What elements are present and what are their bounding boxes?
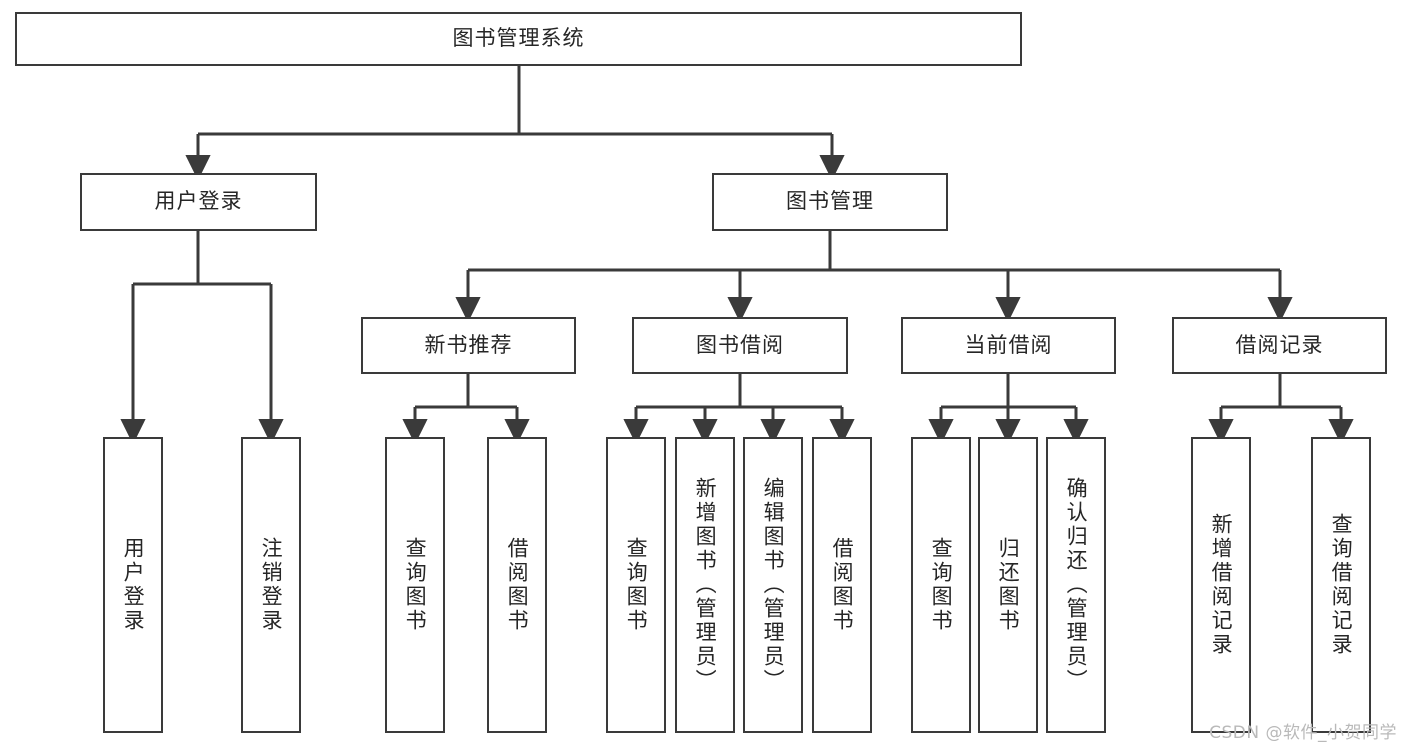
leaf-add-record-label: 新增借阅记录 — [1209, 513, 1234, 657]
leaf-edit-book-label: 编辑图书（管理员） — [761, 477, 786, 693]
node-current-borrow[interactable]: 当前借阅 — [901, 317, 1116, 374]
leaf-user-login[interactable]: 用户登录 — [103, 437, 163, 733]
node-book-borrow[interactable]: 图书借阅 — [632, 317, 848, 374]
watermark: CSDN @软件_小贺同学 — [1209, 723, 1397, 743]
leaf-add-book-label: 新增图书（管理员） — [693, 477, 718, 693]
node-root[interactable]: 图书管理系统 — [15, 12, 1022, 66]
leaf-user-login-label: 用户登录 — [121, 537, 146, 633]
leaf-add-book[interactable]: 新增图书（管理员） — [675, 437, 735, 733]
leaf-confirm-return[interactable]: 确认归还（管理员） — [1046, 437, 1106, 733]
leaf-borrow-book-1-label: 借阅图书 — [505, 537, 530, 633]
node-current-borrow-label: 当前借阅 — [964, 332, 1053, 357]
leaf-query-book-1[interactable]: 查询图书 — [385, 437, 445, 733]
leaf-return-book-label: 归还图书 — [996, 537, 1021, 633]
leaf-borrow-book-2-label: 借阅图书 — [830, 537, 855, 633]
leaf-query-book-3-label: 查询图书 — [929, 537, 954, 633]
node-book-borrow-label: 图书借阅 — [696, 332, 784, 357]
leaf-query-book-1-label: 查询图书 — [403, 537, 428, 633]
node-user-login-label: 用户登录 — [154, 189, 243, 214]
leaf-edit-book[interactable]: 编辑图书（管理员） — [743, 437, 803, 733]
leaf-query-book-2[interactable]: 查询图书 — [606, 437, 666, 733]
node-new-book-rec-label: 新书推荐 — [424, 332, 513, 357]
leaf-query-record-label: 查询借阅记录 — [1329, 513, 1354, 657]
leaf-logout[interactable]: 注销登录 — [241, 437, 301, 733]
leaf-query-book-3[interactable]: 查询图书 — [911, 437, 971, 733]
node-user-login[interactable]: 用户登录 — [80, 173, 317, 231]
leaf-logout-label: 注销登录 — [259, 537, 284, 633]
leaf-query-record[interactable]: 查询借阅记录 — [1311, 437, 1371, 733]
node-root-label: 图书管理系统 — [452, 26, 585, 51]
leaf-return-book[interactable]: 归还图书 — [978, 437, 1038, 733]
node-new-book-rec[interactable]: 新书推荐 — [361, 317, 576, 374]
node-book-manage-label: 图书管理 — [786, 189, 874, 214]
leaf-confirm-return-label: 确认归还（管理员） — [1064, 477, 1089, 693]
leaf-borrow-book-1[interactable]: 借阅图书 — [487, 437, 547, 733]
node-borrow-record[interactable]: 借阅记录 — [1172, 317, 1387, 374]
leaf-add-record[interactable]: 新增借阅记录 — [1191, 437, 1251, 733]
node-book-manage[interactable]: 图书管理 — [712, 173, 948, 231]
node-borrow-record-label: 借阅记录 — [1235, 332, 1324, 357]
leaf-borrow-book-2[interactable]: 借阅图书 — [812, 437, 872, 733]
leaf-query-book-2-label: 查询图书 — [624, 537, 649, 633]
